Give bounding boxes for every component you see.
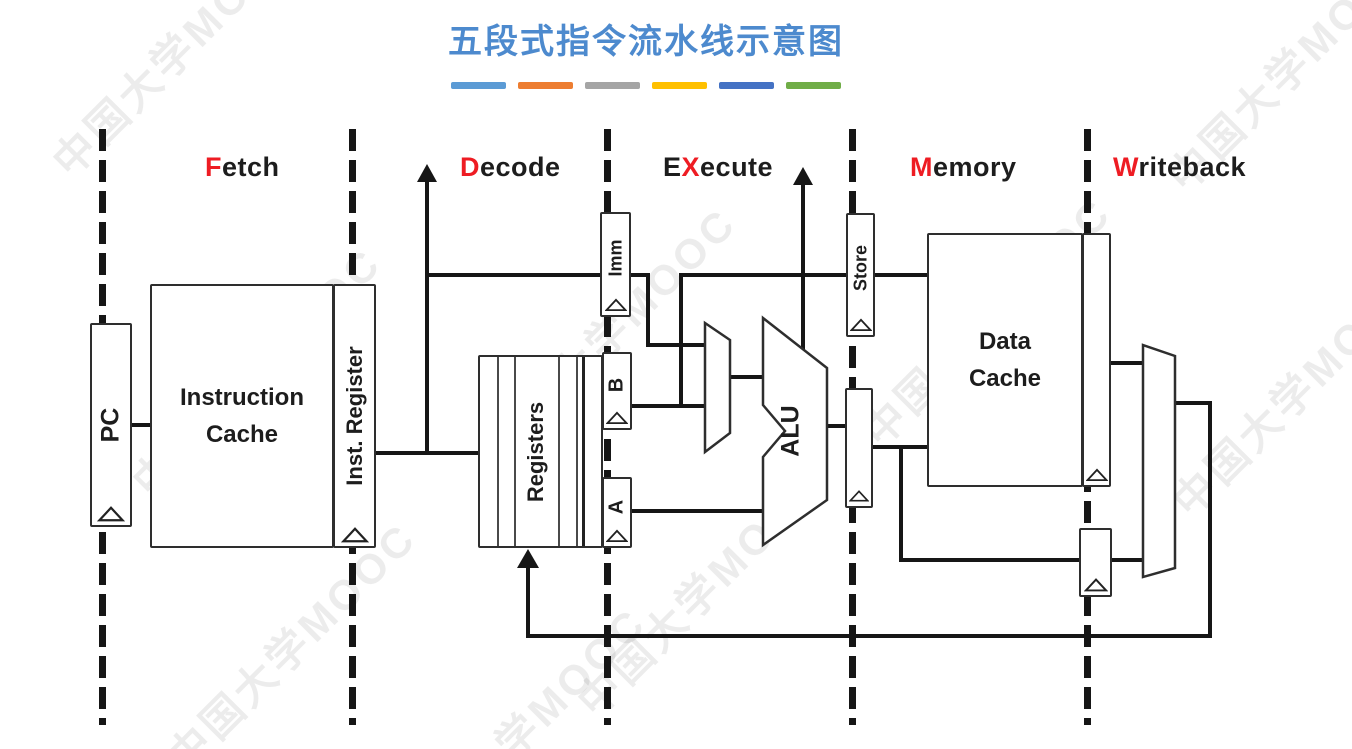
wire-b-to-store <box>679 273 846 277</box>
wire-b-up <box>679 273 683 408</box>
bar <box>585 82 640 89</box>
b-register: B <box>602 352 632 430</box>
bar <box>786 82 841 89</box>
wire-instruction-bus-up <box>425 180 429 455</box>
writeback-register <box>1079 528 1112 597</box>
operand-mux <box>703 320 732 455</box>
watermark: 中国大学MOOC <box>388 598 656 749</box>
wire-feedback-bottom <box>526 634 1212 638</box>
clock-input-icon <box>97 506 125 522</box>
data-cache-register <box>1082 233 1111 487</box>
wire-bypass-down <box>899 445 903 562</box>
up-arrow-icon <box>417 164 437 182</box>
up-arrow-icon <box>793 167 813 185</box>
clock-input-icon <box>849 490 869 502</box>
page-title: 五段式指令流水线示意图 <box>448 24 844 61</box>
wire-dcreg-to-wbmux <box>1111 361 1145 365</box>
register-file-line <box>576 357 578 546</box>
inst-register: Inst. Register <box>333 284 376 548</box>
stage-label-decode: Decode <box>460 152 561 182</box>
watermark: 中国大学MOOC <box>1163 258 1352 526</box>
store-register: Store <box>846 213 875 337</box>
register-file-line <box>497 357 499 546</box>
clock-input-icon <box>1085 468 1108 482</box>
clock-input-icon <box>604 298 627 312</box>
register-file-line <box>582 357 585 546</box>
wire-imm-to-mux <box>646 343 707 347</box>
stage-label-execute: EXecute <box>663 152 774 182</box>
wire-feedback-right <box>1208 401 1212 638</box>
imm-register: Imm <box>600 212 631 317</box>
register-file-line <box>558 357 560 546</box>
pc-register: PC <box>90 323 132 527</box>
bar <box>719 82 774 89</box>
clock-input-icon <box>1083 578 1108 592</box>
alu <box>761 315 829 548</box>
clock-input-icon <box>340 527 369 543</box>
bar <box>652 82 707 89</box>
wire-store-to-dcache <box>875 273 929 277</box>
title-underline-bars <box>451 82 841 89</box>
clock-input-icon <box>606 411 628 425</box>
register-file: Registers <box>478 355 603 548</box>
register-file-line <box>514 357 516 546</box>
wire-pc-to-icache <box>132 423 150 427</box>
wire-wbreg-to-wbmux <box>1112 558 1145 562</box>
bar <box>518 82 573 89</box>
wire-feedback-up <box>526 567 530 638</box>
wire-bypass-to-wbreg <box>899 558 1079 562</box>
wire-imm-out-h1 <box>631 273 650 277</box>
wire-bus-to-imm <box>427 273 600 277</box>
clock-input-icon <box>849 318 872 332</box>
stage-label-memory: Memory <box>910 152 1017 182</box>
bar <box>451 82 506 89</box>
wire-mux-to-alu <box>730 375 765 379</box>
stage-label-writeback: Writeback <box>1113 152 1247 182</box>
a-register: A <box>602 477 632 548</box>
clock-input-icon <box>606 529 628 543</box>
wire-a-to-alu <box>632 509 765 513</box>
wire-alu-out <box>827 424 847 428</box>
writeback-mux <box>1141 343 1177 579</box>
up-arrow-icon <box>517 549 539 568</box>
alu-out-register <box>845 388 873 508</box>
wire-b-to-mux <box>632 404 707 408</box>
alu-label: ALU <box>776 405 805 457</box>
stage-label-fetch: Fetch <box>205 152 280 182</box>
wire-branch-up <box>801 183 805 351</box>
wire-wbmux-out <box>1175 401 1212 405</box>
wire-imm-out-v <box>646 273 650 347</box>
